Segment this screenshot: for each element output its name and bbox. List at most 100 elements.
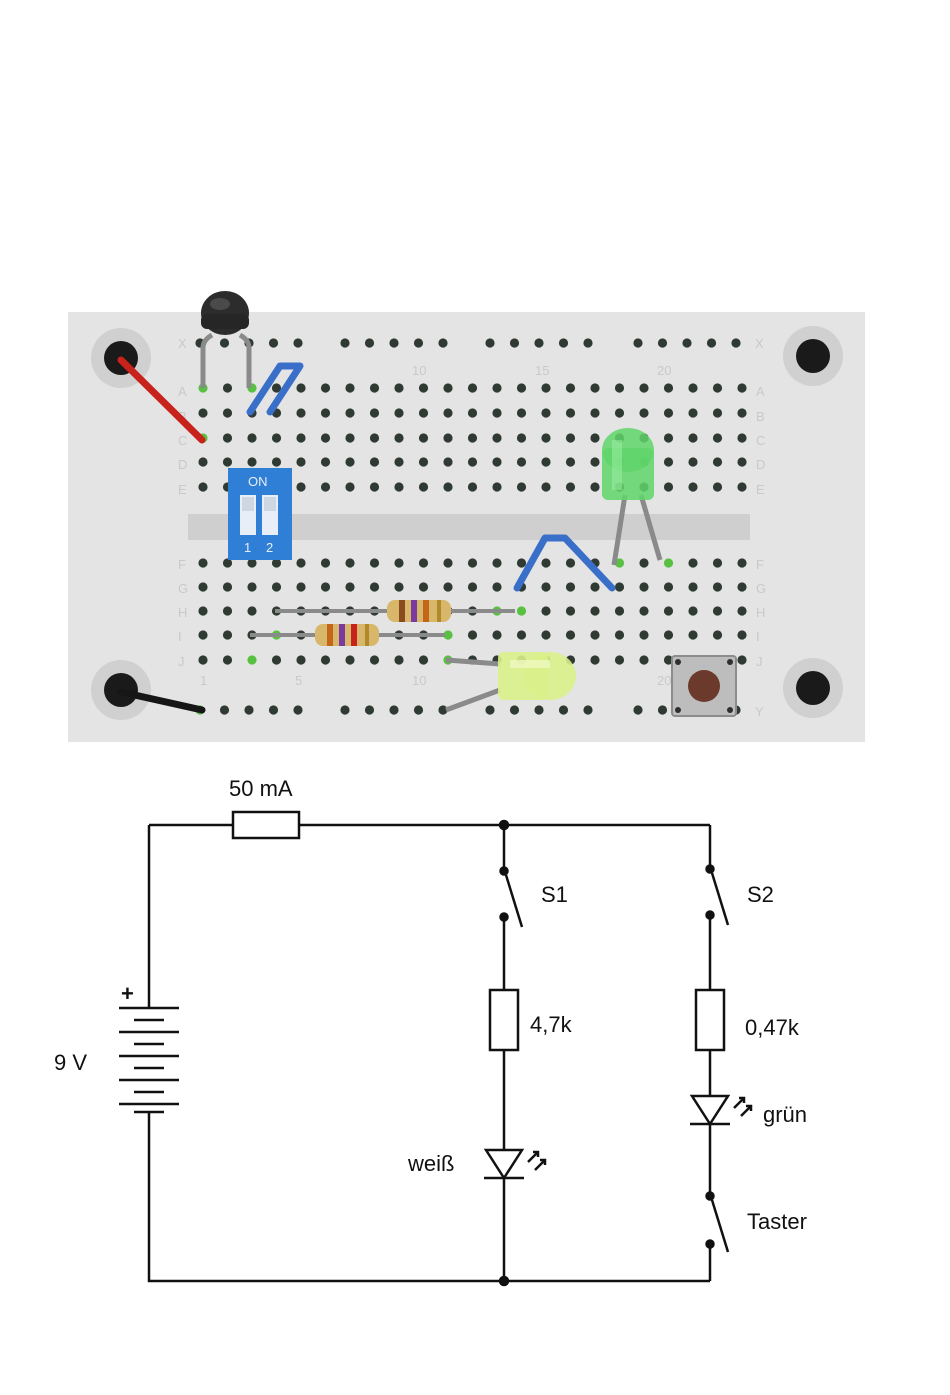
rail-hole: [633, 338, 642, 347]
led2-label: grün: [763, 1102, 807, 1127]
breadboard-hole: [566, 606, 575, 615]
column-number-20-bottom: 20: [657, 673, 671, 688]
breadboard-hole: [468, 558, 477, 567]
breadboard-hole: [664, 383, 673, 392]
breadboard-hole: [590, 655, 599, 664]
breadboard-hole: [198, 408, 207, 417]
battery-plus-label: +: [121, 981, 134, 1006]
breadboard-hole: [688, 606, 697, 615]
row-letter-d: D: [178, 457, 187, 472]
rail-hole: [269, 705, 278, 714]
breadboard-hole: [247, 433, 256, 442]
breadboard-hole: [615, 582, 624, 591]
breadboard-hole: [468, 457, 477, 466]
breadboard-hole: [419, 457, 428, 466]
rail-hole: [485, 705, 494, 714]
breadboard-hole: [394, 433, 403, 442]
breadboard-hole: [639, 630, 648, 639]
breadboard-hole: [664, 433, 673, 442]
breadboard-hole: [296, 482, 305, 491]
rail-hole: [414, 338, 423, 347]
breadboard-hole: [713, 582, 722, 591]
rail-hole: [220, 705, 229, 714]
breadboard-hole: [321, 482, 330, 491]
breadboard-hole: [713, 457, 722, 466]
breadboard-hole: [468, 630, 477, 639]
breadboard-hole: [590, 630, 599, 639]
breadboard-hole: [198, 558, 207, 567]
row-letter-i: I: [178, 629, 182, 644]
breadboard-hole: [394, 482, 403, 491]
breadboard-hole: [590, 606, 599, 615]
breadboard-hole: [517, 606, 526, 615]
breadboard-hole: [664, 482, 673, 491]
rail-hole: [340, 338, 349, 347]
row-letter-d-right: D: [756, 457, 765, 472]
breadboard-hole: [419, 408, 428, 417]
breadboard-hole: [419, 582, 428, 591]
breadboard-hole: [223, 457, 232, 466]
breadboard-hole: [590, 433, 599, 442]
resistor1-symbol: [490, 990, 518, 1050]
breadboard-hole: [394, 655, 403, 664]
breadboard-hole: [198, 457, 207, 466]
breadboard-hole: [296, 582, 305, 591]
breadboard-hole: [737, 606, 746, 615]
breadboard-hole: [370, 558, 379, 567]
breadboard-hole: [639, 582, 648, 591]
breadboard-hole: [590, 582, 599, 591]
row-letter-g: G: [178, 581, 188, 596]
breadboard-hole: [443, 383, 452, 392]
breadboard-hole: [688, 630, 697, 639]
breadboard-hole: [272, 433, 281, 442]
breadboard-hole: [492, 482, 501, 491]
row-letter-h: H: [178, 605, 187, 620]
battery-symbol: [119, 1008, 179, 1112]
switch1-blade: [506, 875, 522, 927]
switch2-label: S2: [747, 882, 774, 907]
breadboard-hole: [517, 630, 526, 639]
rail-hole: [485, 338, 494, 347]
breadboard-hole: [590, 408, 599, 417]
breadboard-hole: [541, 630, 550, 639]
breadboard-hole: [590, 482, 599, 491]
breadboard-hole: [247, 606, 256, 615]
breadboard-hole: [737, 408, 746, 417]
rail-hole: [269, 338, 278, 347]
row-letter-a: A: [178, 384, 187, 399]
breadboard-hole: [664, 606, 673, 615]
breadboard-hole: [370, 408, 379, 417]
breadboard-hole: [370, 655, 379, 664]
breadboard-hole: [321, 457, 330, 466]
rail-hole: [510, 338, 519, 347]
rail-hole: [510, 705, 519, 714]
breadboard-hole: [713, 482, 722, 491]
rail-hole: [389, 705, 398, 714]
rail-hole: [244, 705, 253, 714]
rail-hole: [658, 338, 667, 347]
breadboard-hole: [370, 433, 379, 442]
breadboard-hole: [517, 408, 526, 417]
rail-hole: [707, 338, 716, 347]
breadboard-hole: [541, 582, 550, 591]
row-letter-j: J: [178, 654, 185, 669]
breadboard-hole: [394, 558, 403, 567]
breadboard-hole: [419, 482, 428, 491]
row-letter-c-right: C: [756, 433, 765, 448]
breadboard-hole: [198, 482, 207, 491]
row-letter-c: C: [178, 433, 187, 448]
breadboard-hole: [737, 582, 746, 591]
breadboard-hole: [517, 482, 526, 491]
breadboard-hole: [492, 630, 501, 639]
rail-hole: [559, 705, 568, 714]
breadboard-hole: [566, 383, 575, 392]
breadboard-hole: [370, 383, 379, 392]
breadboard-hole: [296, 408, 305, 417]
dip-on-label: ON: [248, 474, 268, 489]
breadboard-hole: [272, 582, 281, 591]
breadboard-hole: [639, 408, 648, 417]
rail-hole: [534, 338, 543, 347]
breadboard-hole: [664, 630, 673, 639]
row-letter-i-right: I: [756, 629, 760, 644]
